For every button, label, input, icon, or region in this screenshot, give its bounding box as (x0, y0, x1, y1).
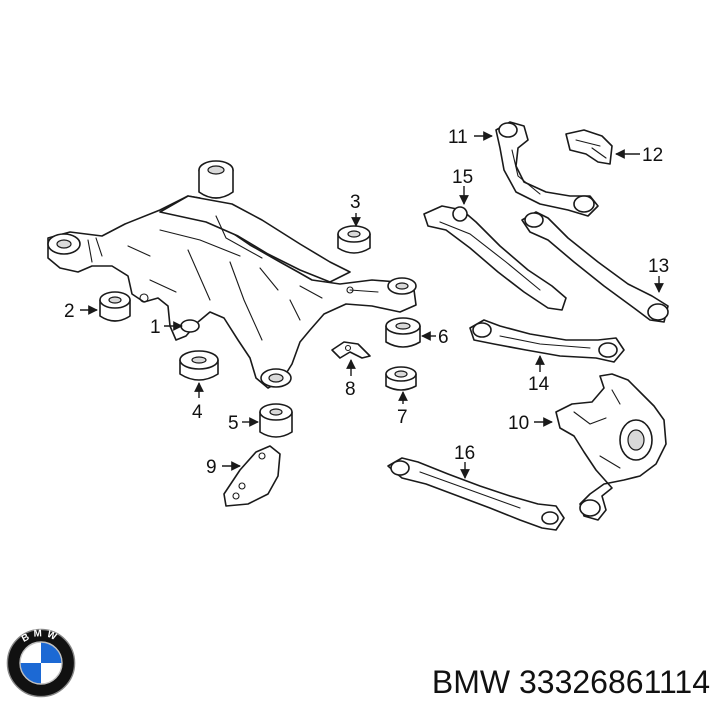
bushing-2 (99, 291, 131, 322)
caption-brand: BMW (431, 664, 511, 700)
callout-11: 11 (448, 127, 468, 148)
callout-10: 10 (508, 413, 529, 434)
rear-subframe (47, 160, 417, 389)
bracket-9 (223, 445, 281, 507)
lower-link-16 (387, 457, 565, 531)
caption-part-number: 33326861114 (518, 664, 710, 700)
bushing-6 (385, 317, 421, 348)
bracket-8 (331, 341, 371, 359)
bracket-12 (565, 129, 613, 165)
trailing-link-15 (423, 205, 567, 311)
callout-8: 8 (345, 379, 356, 400)
control-arm-13 (521, 211, 669, 323)
callout-13: 13 (648, 256, 669, 277)
control-arm-11 (495, 121, 599, 217)
wheel-carrier-10 (555, 373, 667, 521)
callout-5: 5 (228, 413, 239, 434)
control-arm-14 (469, 319, 625, 363)
bushing-7 (385, 366, 417, 391)
leader-lines (80, 131, 664, 479)
callout-2: 2 (64, 301, 75, 322)
callout-4: 4 (192, 402, 203, 423)
callout-6: 6 (438, 327, 449, 348)
bushing-4 (179, 350, 219, 381)
callout-7: 7 (397, 407, 408, 428)
callout-3: 3 (350, 192, 361, 213)
callout-labels: 1 2 3 4 5 6 7 8 9 10 11 12 13 14 15 16 (64, 127, 669, 478)
callout-9: 9 (206, 457, 217, 478)
callout-14: 14 (528, 374, 550, 395)
part-caption: BMW 33326861114 (432, 664, 710, 701)
bushing-5 (259, 403, 293, 438)
callout-16: 16 (454, 443, 475, 464)
callout-1: 1 (150, 317, 161, 338)
callout-12: 12 (642, 145, 663, 166)
bushing-3 (337, 225, 371, 254)
bmw-logo-icon: BMW (6, 628, 76, 698)
callout-15: 15 (452, 167, 473, 188)
